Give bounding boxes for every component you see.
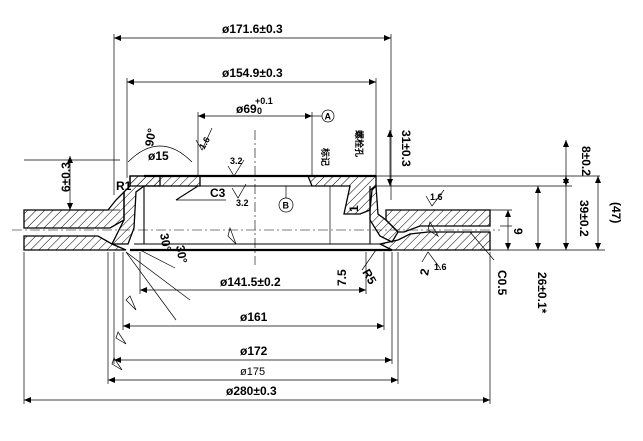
note-cn-mark: 标记 [320,147,331,166]
roughness-label-c3: 3.2 [236,198,249,208]
friction-ring-lower-right [378,231,491,251]
datum-a-label: A [325,112,332,122]
roughness-label-top: 3.2 [230,156,243,166]
datum-a-circle [321,109,335,123]
disc-section [12,130,500,265]
dimension-lines [23,34,605,404]
dimension-labels: ø171.6±0.3 ø154.9±0.3 ø69 +0.1 0 ø15 90°… [59,22,623,398]
dim-h26: 26±0.1* [535,272,549,314]
dim-d280: ø280±0.3 [226,384,277,398]
dim-v2: 2 [417,267,432,276]
roughness-label-right-bottom: 1.6 [434,262,447,272]
dim-ang30a: 30° [157,232,174,252]
dim-d69-tol-upper: +0.1 [255,96,273,106]
dim-thk8: 8±0.2 [579,146,593,176]
datum-b-circle [278,197,294,213]
dim-c05: C0.5 [495,270,509,296]
dim-d154: ø154.9±0.3 [222,66,283,80]
dim-h47: (47) [609,202,623,223]
roughness-symbols: 1.6 3.2 3.2 1.6 1.6 [111,127,447,371]
dim-r1: R1 [116,179,132,193]
dim-d15: ø15 [148,149,169,163]
friction-ring-lower-left [23,235,127,251]
dim-angle90: 90° [142,127,159,147]
dim-d171: ø171.6±0.3 [222,22,283,36]
dim-d161: ø161 [240,310,268,324]
friction-ring-upper-right [385,209,491,233]
dim-d69-tol-lower: 0 [257,106,262,116]
dim-d141: ø141.5±0.2 [220,275,281,289]
dim-d175: ø175 [240,366,265,378]
hub-flange-right [307,175,377,215]
hub-flange-left [129,175,161,187]
dim-v1: 1 [347,205,361,212]
dim-c3: C3 [210,186,226,200]
datum-b-label: B [283,201,290,211]
dim-v75: 7.5 [335,269,349,286]
dim-ang30b: 30° [173,244,190,264]
note-cn-hub: 螺栓孔 [354,130,365,157]
dim-v9: 9 [511,228,525,235]
dim-h39: 39±0.2 [577,200,591,237]
dim-d172: ø172 [240,344,268,358]
dim-h31: 31±0.3 [399,130,413,167]
datum-markers: A B [278,109,335,213]
roughness-label-left: 1.6 [197,135,212,151]
dim-r5: R5 [359,267,379,288]
dim-d69: ø69 [236,102,257,116]
roughness-label-right-top: 1.6 [430,192,443,202]
dim-thk6: 6±0.3 [59,162,73,192]
